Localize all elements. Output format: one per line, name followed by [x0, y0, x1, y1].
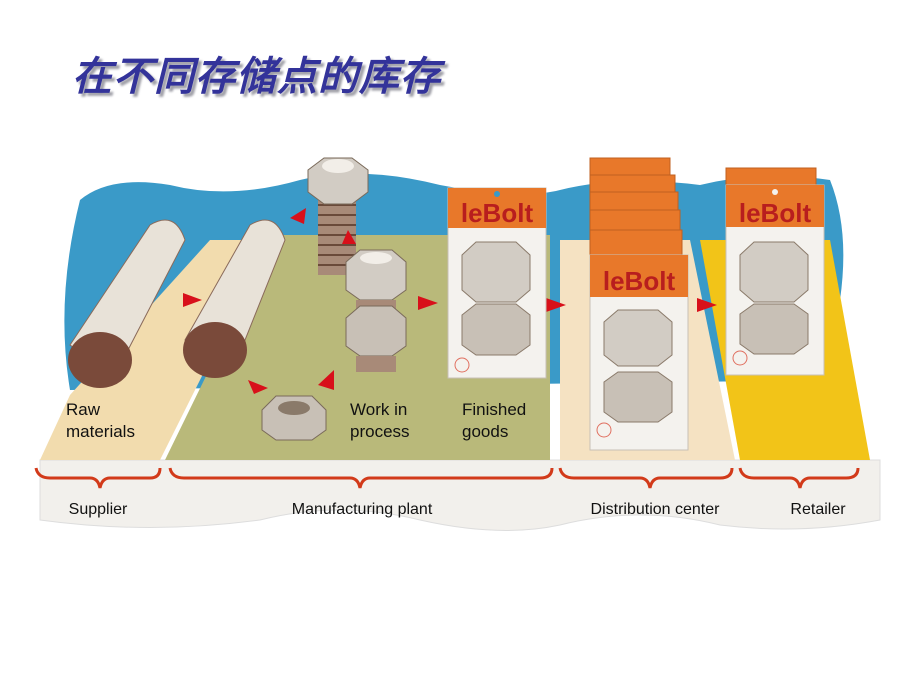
finished-goods-package: leBolt	[447, 187, 547, 379]
arrow-icon	[183, 293, 202, 307]
dc-bracket	[558, 467, 734, 489]
flow-arrows	[183, 208, 717, 394]
raw-materials-label-line1: Raw	[66, 400, 101, 419]
work-in-process-label-line1: Work in	[350, 400, 407, 419]
bolt-in-process	[307, 157, 369, 275]
brand-logo: leBolt	[739, 198, 812, 228]
stage-distribution-center: Distribution center	[591, 501, 721, 518]
distribution-packages: leBolt	[589, 157, 689, 451]
brand-logo: leBolt	[603, 266, 676, 296]
stage-manufacturing-plant: Manufacturing plant	[292, 501, 433, 518]
supplier-bracket	[34, 467, 162, 489]
retailer-bracket	[738, 467, 860, 489]
arrow-icon	[697, 298, 717, 312]
arrow-icon	[248, 380, 268, 394]
brand-logo: leBolt	[461, 198, 534, 228]
plant-bracket	[168, 467, 554, 489]
arrow-icon	[418, 296, 438, 310]
arrow-icon	[318, 370, 334, 390]
page-title: 在不同存储点的库存	[72, 54, 441, 100]
arrow-icon	[290, 208, 306, 224]
bolt-with-nut	[345, 249, 407, 372]
stage-brackets	[34, 467, 860, 489]
stage-retailer: Retailer	[790, 501, 846, 518]
arrow-icon	[342, 230, 356, 244]
finished-goods-label-line1: Finished	[462, 400, 526, 419]
arrow-icon	[546, 298, 566, 312]
raw-material-cylinder	[68, 219, 186, 388]
stage-supplier: Supplier	[69, 501, 128, 518]
nut	[261, 395, 327, 441]
retailer-packages: leBolt	[725, 167, 825, 376]
base-card	[39, 459, 881, 531]
cut-material-cylinder	[183, 219, 286, 378]
raw-materials-label-line2: materials	[66, 422, 135, 441]
finished-goods-label-line2: goods	[462, 422, 508, 441]
work-in-process-label-line2: process	[350, 422, 410, 441]
